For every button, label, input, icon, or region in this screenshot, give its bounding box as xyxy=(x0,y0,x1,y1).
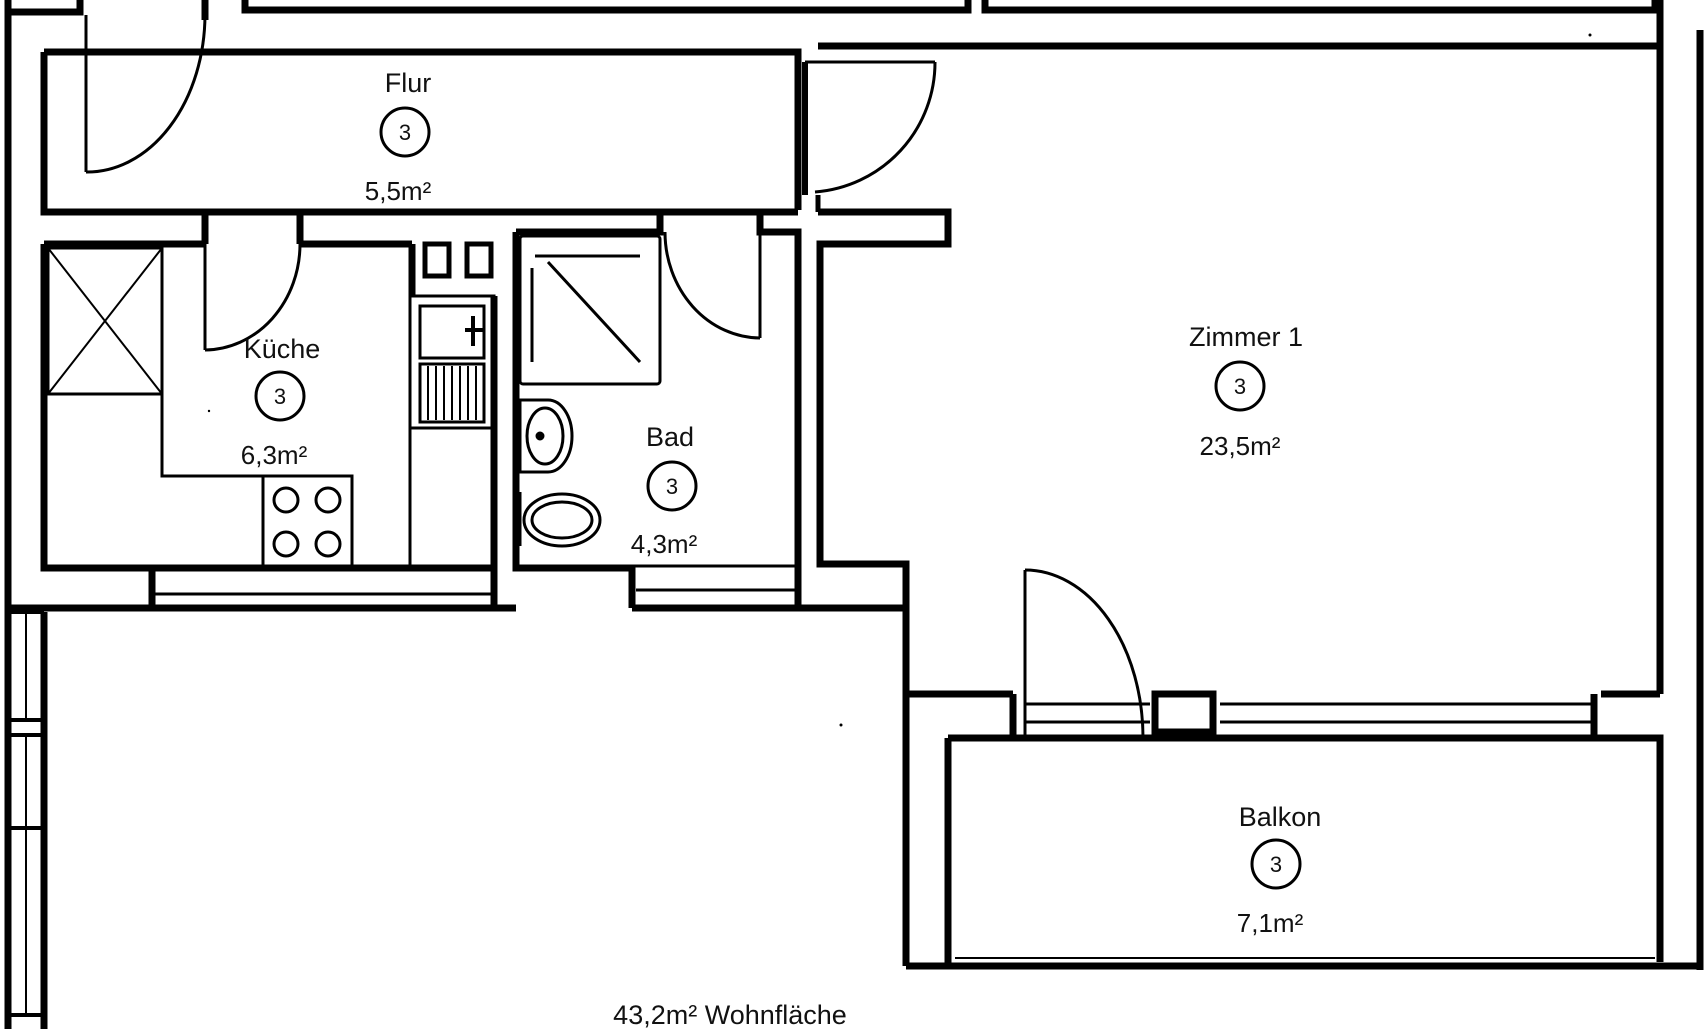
door-balkon xyxy=(1023,568,1145,739)
room-flur-walls xyxy=(40,48,802,216)
room-number-flur: 3 xyxy=(399,120,411,145)
room-number-kueche: 3 xyxy=(274,384,286,409)
door-bad xyxy=(663,231,762,340)
room-number-badge-flur xyxy=(379,106,431,158)
room-number-balkon: 3 xyxy=(1270,852,1282,877)
window-bad xyxy=(520,564,796,592)
bath-toilet xyxy=(518,492,602,548)
room-area-zimmer1: 23,5m² xyxy=(1200,431,1281,461)
room-area-bad: 4,3m² xyxy=(631,529,698,559)
window-zimmer1-balkon xyxy=(1025,702,1594,724)
room-wohnbereich-walls xyxy=(8,568,948,970)
room-number-bad: 3 xyxy=(666,474,678,499)
door-flur-entrance xyxy=(84,14,207,174)
room-bad-walls xyxy=(408,212,802,612)
room-number-badge-bad xyxy=(646,460,698,512)
label-balkon: Balkon 3 7,1m² xyxy=(1237,802,1322,938)
room-number-zimmer1: 3 xyxy=(1234,374,1246,399)
room-name-zimmer1: Zimmer 1 xyxy=(1189,322,1303,352)
bath-washbasin xyxy=(518,398,574,474)
room-number-badge-balkon xyxy=(1250,838,1302,890)
plan-specks xyxy=(207,33,1592,727)
room-name-balkon: Balkon xyxy=(1239,802,1322,832)
label-kueche: Küche 3 6,3m² xyxy=(241,334,321,470)
kitchen-sink xyxy=(408,294,496,430)
room-number-badge-kueche xyxy=(254,370,306,422)
room-area-flur: 5,5m² xyxy=(365,176,432,206)
door-kueche xyxy=(203,243,302,352)
room-name-bad: Bad xyxy=(646,422,694,452)
room-name-flur: Flur xyxy=(385,68,432,98)
total-living-area: 43,2m² Wohnfläche xyxy=(613,1000,847,1029)
door-flur-zimmer1 xyxy=(802,60,937,212)
kitchen-cabinet-x xyxy=(46,246,164,396)
label-zimmer1: Zimmer 1 3 23,5m² xyxy=(1189,322,1303,461)
bath-shower xyxy=(518,234,662,386)
upper-rooms-fragment xyxy=(201,0,1659,20)
room-name-kueche: Küche xyxy=(244,334,321,364)
room-kueche-walls xyxy=(40,212,494,572)
kitchen-stove xyxy=(261,474,354,568)
ventilation-shafts xyxy=(422,241,494,279)
label-flur: Flur 3 5,5m² xyxy=(365,68,432,206)
room-number-badge-zimmer1 xyxy=(1214,360,1266,412)
label-bad: Bad 3 4,3m² xyxy=(631,422,698,559)
room-balkon-walls xyxy=(944,0,1704,970)
room-area-kueche: 6,3m² xyxy=(241,440,308,470)
room-area-balkon: 7,1m² xyxy=(1237,908,1304,938)
outer-left-wall xyxy=(4,0,84,1029)
